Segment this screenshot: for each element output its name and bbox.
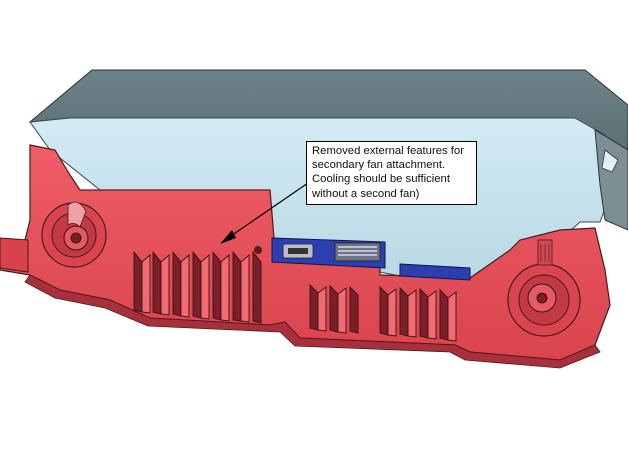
left-vent-slots xyxy=(133,250,262,324)
circuit-board xyxy=(271,237,471,281)
left-screw-boss xyxy=(41,201,107,268)
annotation-callout: Removed external features for secondary … xyxy=(306,141,477,205)
header-pins xyxy=(334,242,381,262)
small-hole xyxy=(254,246,262,254)
board-edge-right xyxy=(399,263,471,281)
right-vent-slots xyxy=(309,283,457,342)
right-screw-boss xyxy=(507,239,581,337)
arrow-icon xyxy=(220,182,309,244)
